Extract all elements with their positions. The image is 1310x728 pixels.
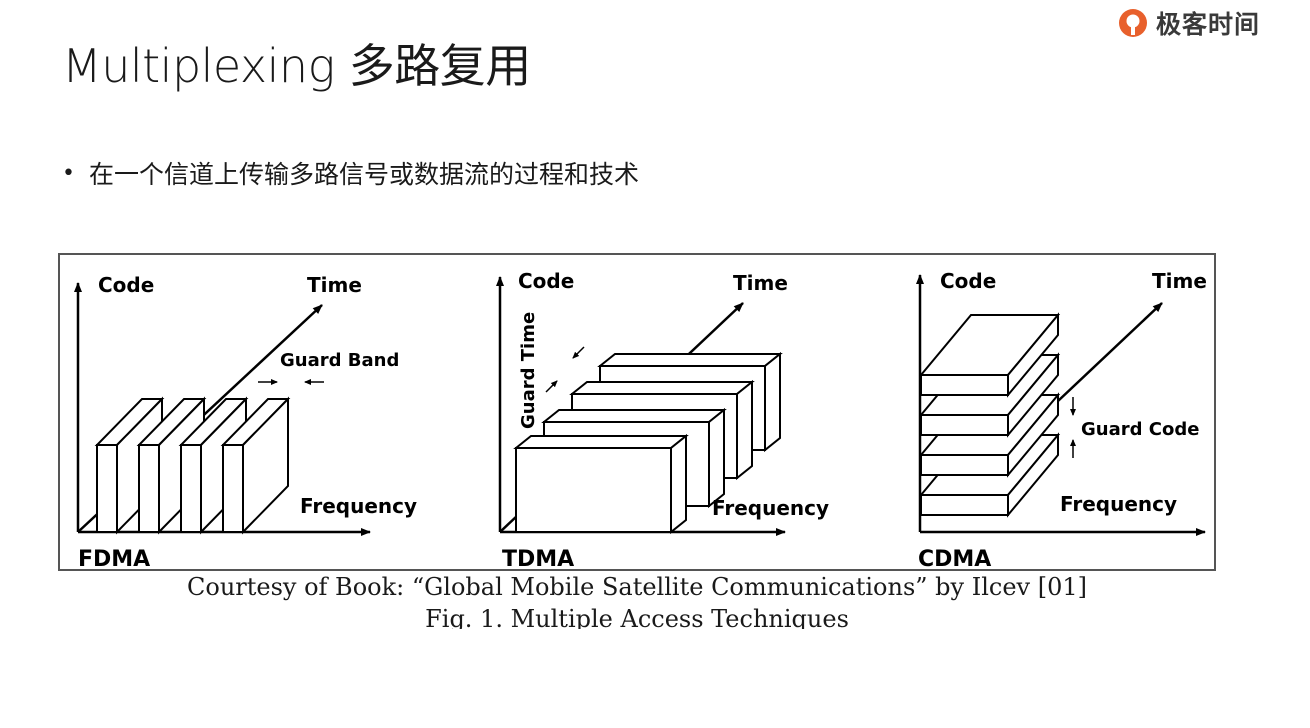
tdma-guard-arrows bbox=[545, 346, 585, 393]
tdma-frequency-label: Frequency bbox=[712, 496, 829, 520]
tdma-time-slots bbox=[513, 351, 783, 535]
tdma-time-label: Time bbox=[733, 271, 788, 295]
fdma-panel: Code Time Guard Band Frequency FDMA bbox=[74, 273, 417, 569]
slide-title: Multiplexing 多路复用 bbox=[62, 39, 531, 93]
bullet-point: • 在一个信道上传输多路信号或数据流的过程和技术 bbox=[62, 155, 639, 191]
fdma-code-label: Code bbox=[98, 273, 154, 297]
logo-icon bbox=[1119, 9, 1147, 37]
bullet-dot-icon: • bbox=[62, 160, 75, 186]
cdma-code-label: Code bbox=[940, 269, 996, 293]
logo-text: 极客时间 bbox=[1156, 10, 1261, 39]
cdma-code-layers bbox=[918, 312, 1061, 518]
cdma-frequency-label: Frequency bbox=[1060, 492, 1177, 516]
tdma-panel: Code Time Guard Time Frequency TDMA bbox=[496, 269, 829, 569]
tdma-slot bbox=[513, 433, 689, 535]
fdma-band bbox=[220, 396, 291, 535]
multiple-access-diagram: Code Time Guard Band Frequency FDMA bbox=[74, 269, 1207, 569]
tdma-title: TDMA bbox=[502, 547, 574, 569]
tdma-code-label: Code bbox=[518, 269, 574, 293]
fdma-title: FDMA bbox=[78, 547, 150, 569]
cdma-layer bbox=[918, 312, 1061, 398]
multiple-access-figure: Code Time Guard Band Frequency FDMA bbox=[58, 253, 1216, 571]
cdma-panel: Code Time Guard Code Frequency CDMA bbox=[916, 269, 1207, 569]
figure-courtesy: Courtesy of Book: “Global Mobile Satelli… bbox=[187, 573, 1087, 601]
tdma-guard-time-label: Guard Time bbox=[518, 312, 539, 429]
figure-caption: Fig. 1. Multiple Access Techniques bbox=[425, 605, 849, 629]
fdma-guard-band-label: Guard Band bbox=[280, 350, 399, 371]
bullet-text: 在一个信道上传输多路信号或数据流的过程和技术 bbox=[88, 160, 639, 189]
cdma-axes bbox=[916, 274, 1206, 536]
fdma-frequency-label: Frequency bbox=[300, 494, 417, 518]
cdma-guard-code-label: Guard Code bbox=[1081, 419, 1199, 440]
fdma-frequency-bands bbox=[94, 396, 291, 535]
cdma-title: CDMA bbox=[918, 547, 991, 569]
fdma-time-label: Time bbox=[307, 273, 362, 297]
brand-logo: 极客时间 bbox=[1116, 4, 1260, 42]
cdma-time-label: Time bbox=[1152, 269, 1207, 293]
